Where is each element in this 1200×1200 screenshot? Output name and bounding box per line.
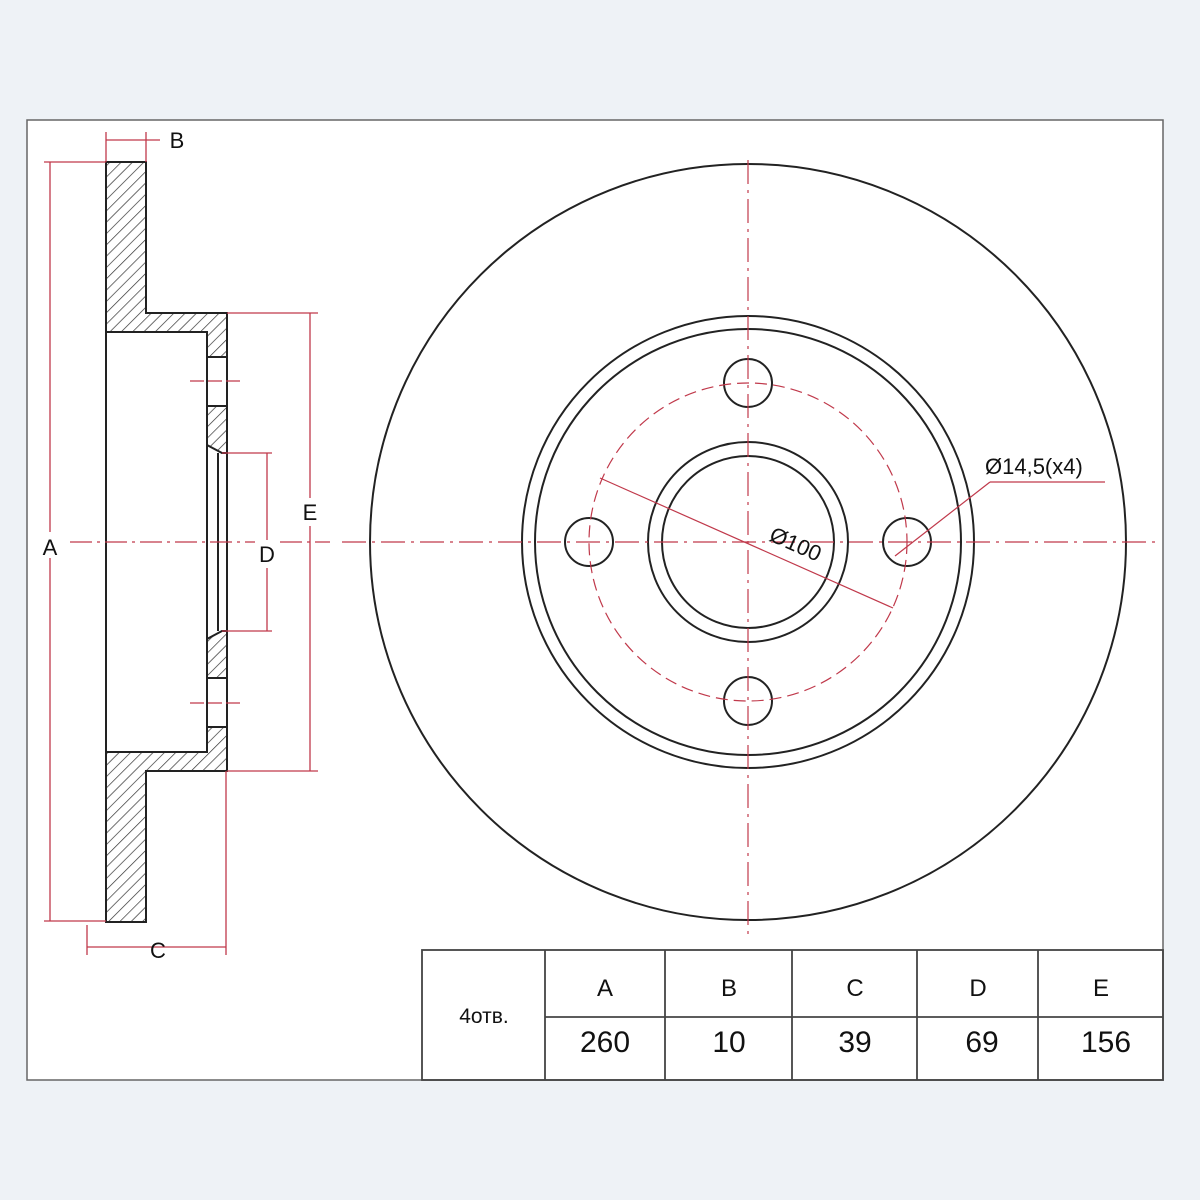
table-header: D <box>969 975 986 1002</box>
table-value: 156 <box>1081 1026 1131 1059</box>
table-header: E <box>1093 975 1109 1002</box>
table-header: B <box>721 975 737 1002</box>
dimensions-table: 4отв. A B C D E 260 10 39 69 156 <box>421 949 1164 1081</box>
cross-section-view <box>105 161 228 923</box>
dimension-lines <box>44 132 330 955</box>
label-b: B <box>170 128 185 153</box>
table-header: A <box>597 975 613 1002</box>
table-header: C <box>846 975 863 1002</box>
centerlines <box>342 160 1158 940</box>
label-c: C <box>150 938 166 963</box>
label-a: A <box>43 535 58 560</box>
table-row-label: 4отв. <box>459 1005 509 1028</box>
drawing-frame <box>26 119 1164 1081</box>
table-value: 260 <box>580 1026 630 1059</box>
table-value: 10 <box>712 1026 745 1059</box>
hole-diameter-annotation: Ø14,5(x4) <box>985 454 1083 479</box>
label-e: E <box>303 500 318 525</box>
table-value: 69 <box>965 1026 998 1059</box>
table-value: 39 <box>838 1026 871 1059</box>
label-d: D <box>259 542 275 567</box>
